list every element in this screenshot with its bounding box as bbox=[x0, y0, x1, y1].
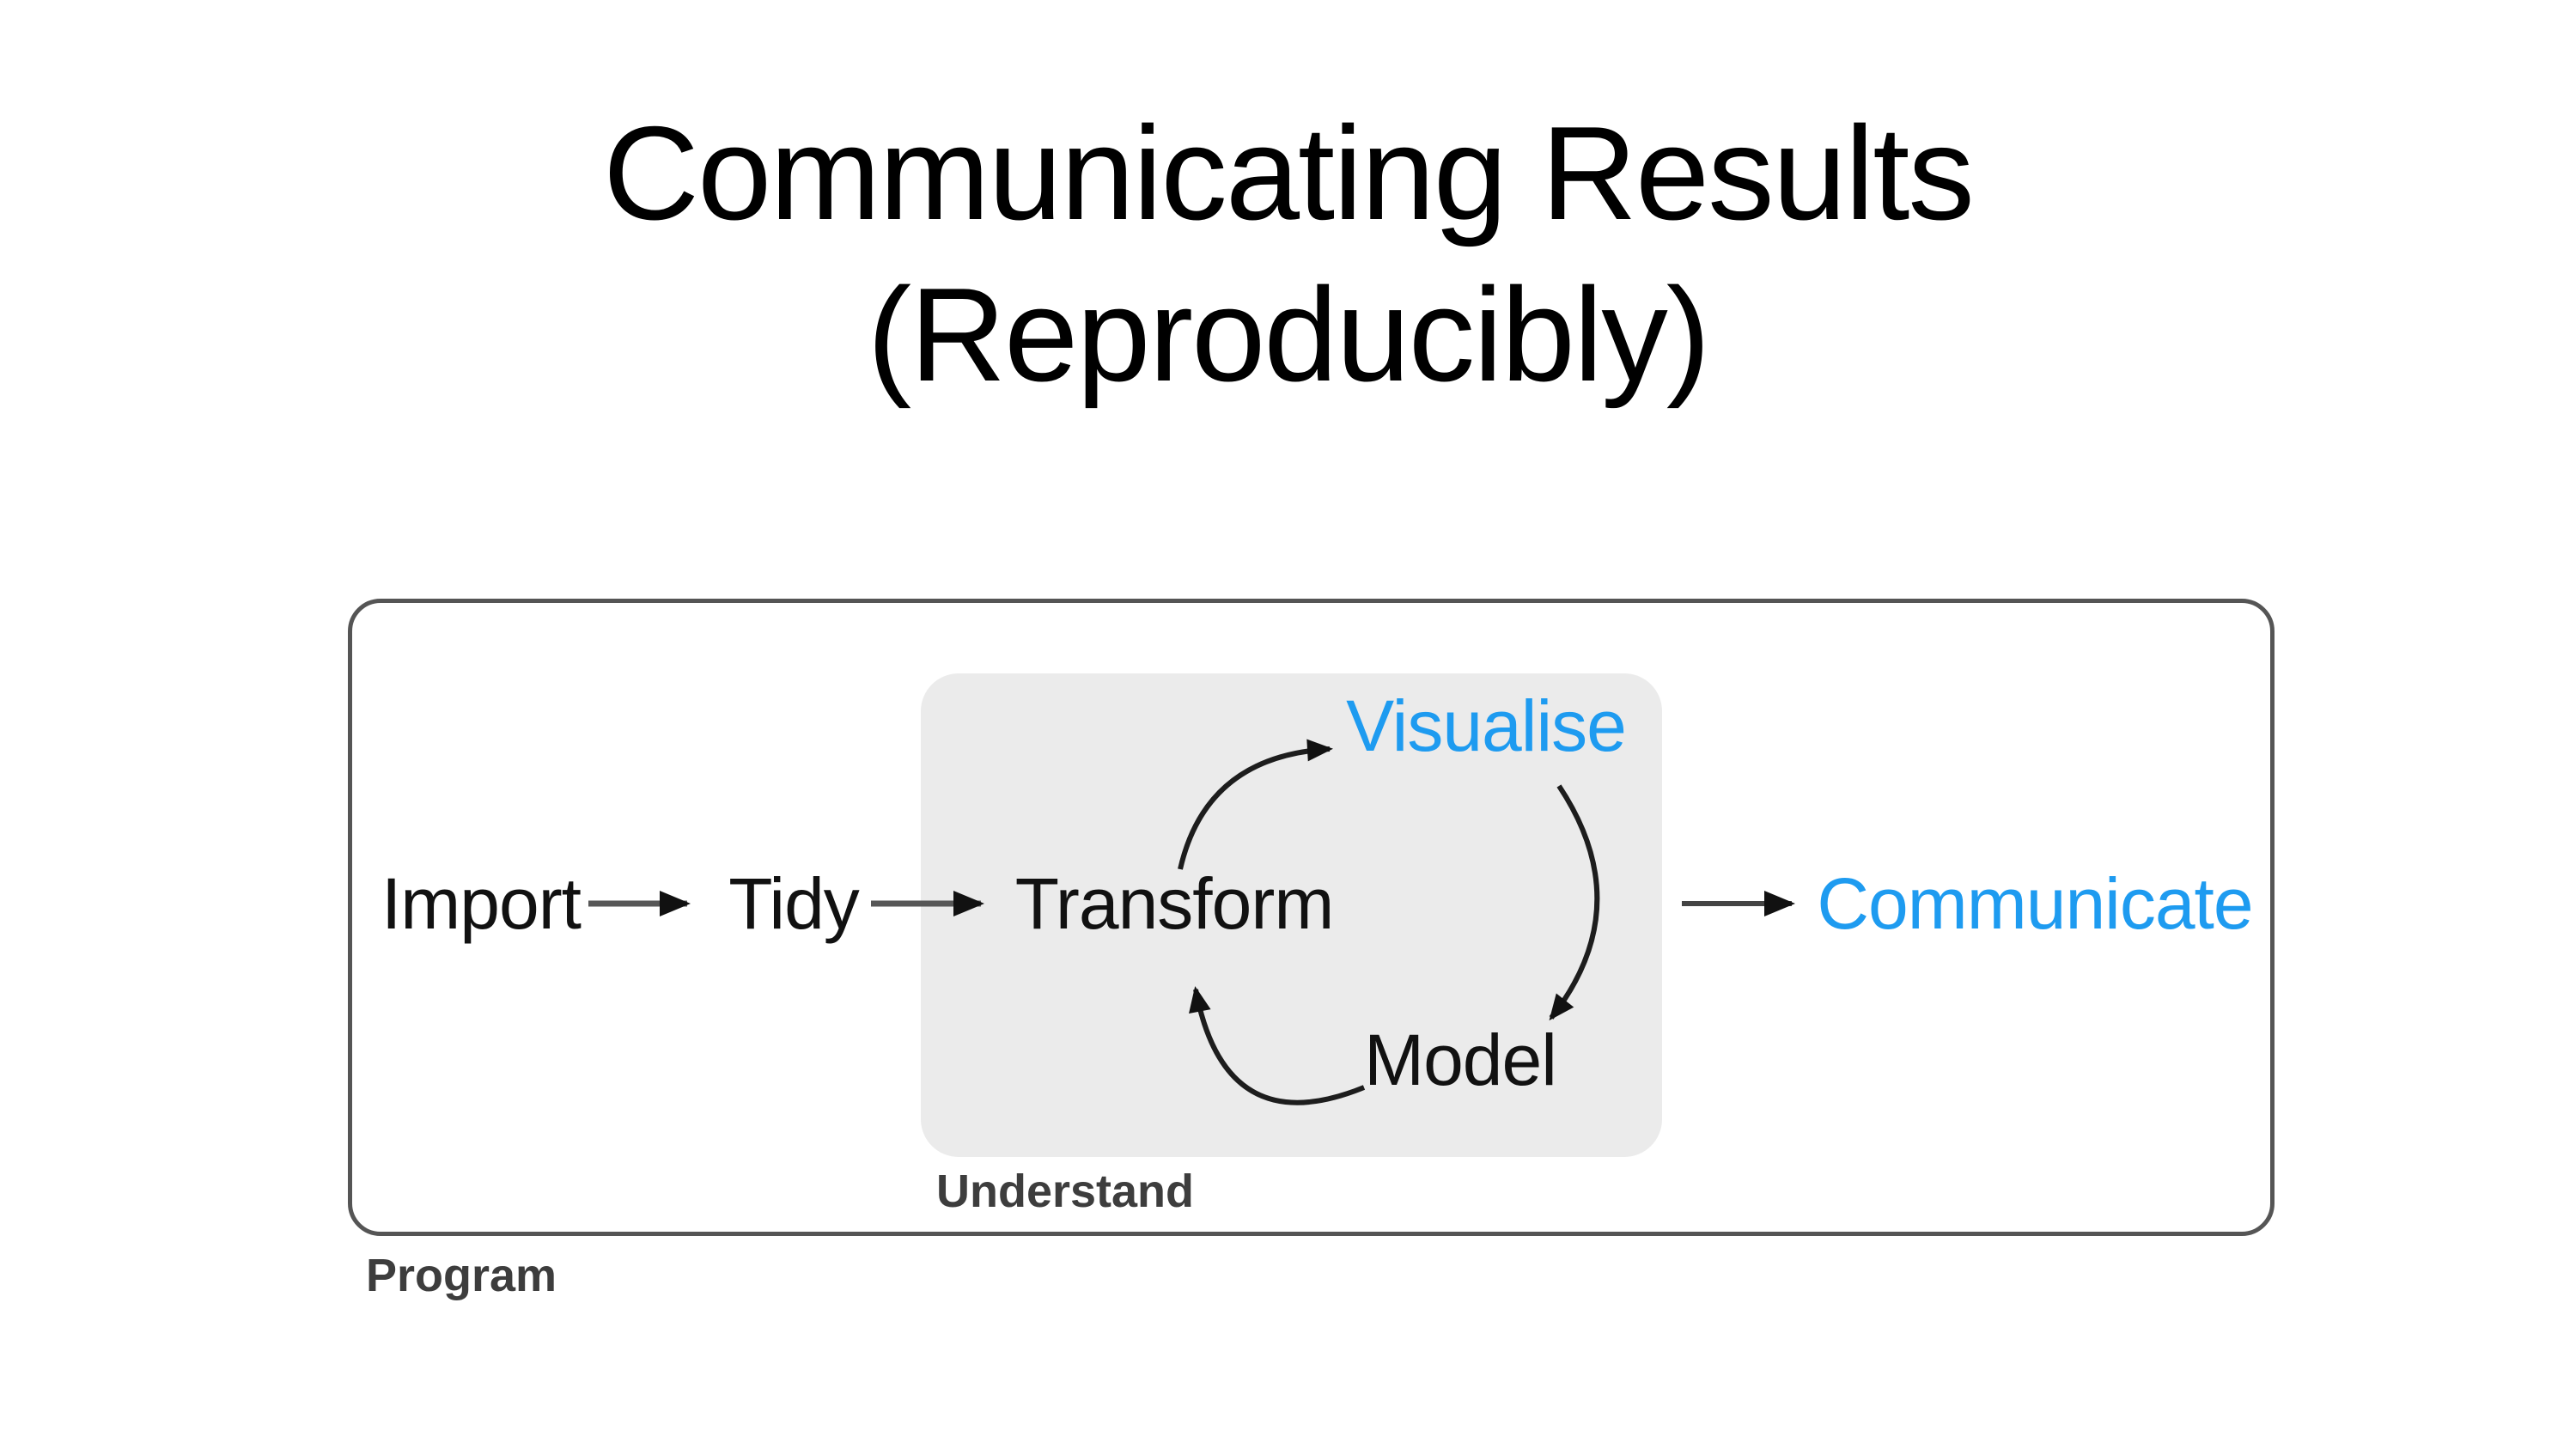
program-box bbox=[348, 599, 2275, 1236]
title-line-1: Communicating Results bbox=[603, 99, 1975, 247]
page-title: Communicating Results (Reproducibly) bbox=[0, 93, 2576, 415]
title-line-2: (Reproducibly) bbox=[867, 259, 1711, 409]
node-tidy: Tidy bbox=[728, 863, 860, 944]
node-communicate: Communicate bbox=[1817, 863, 2253, 944]
understand-group-label: Understand bbox=[936, 1166, 1195, 1217]
node-visualise: Visualise bbox=[1346, 685, 1627, 766]
program-group-label: Program bbox=[366, 1250, 557, 1301]
node-transform: Transform bbox=[1014, 863, 1335, 944]
node-model: Model bbox=[1364, 1020, 1557, 1100]
node-import: Import bbox=[381, 863, 582, 944]
